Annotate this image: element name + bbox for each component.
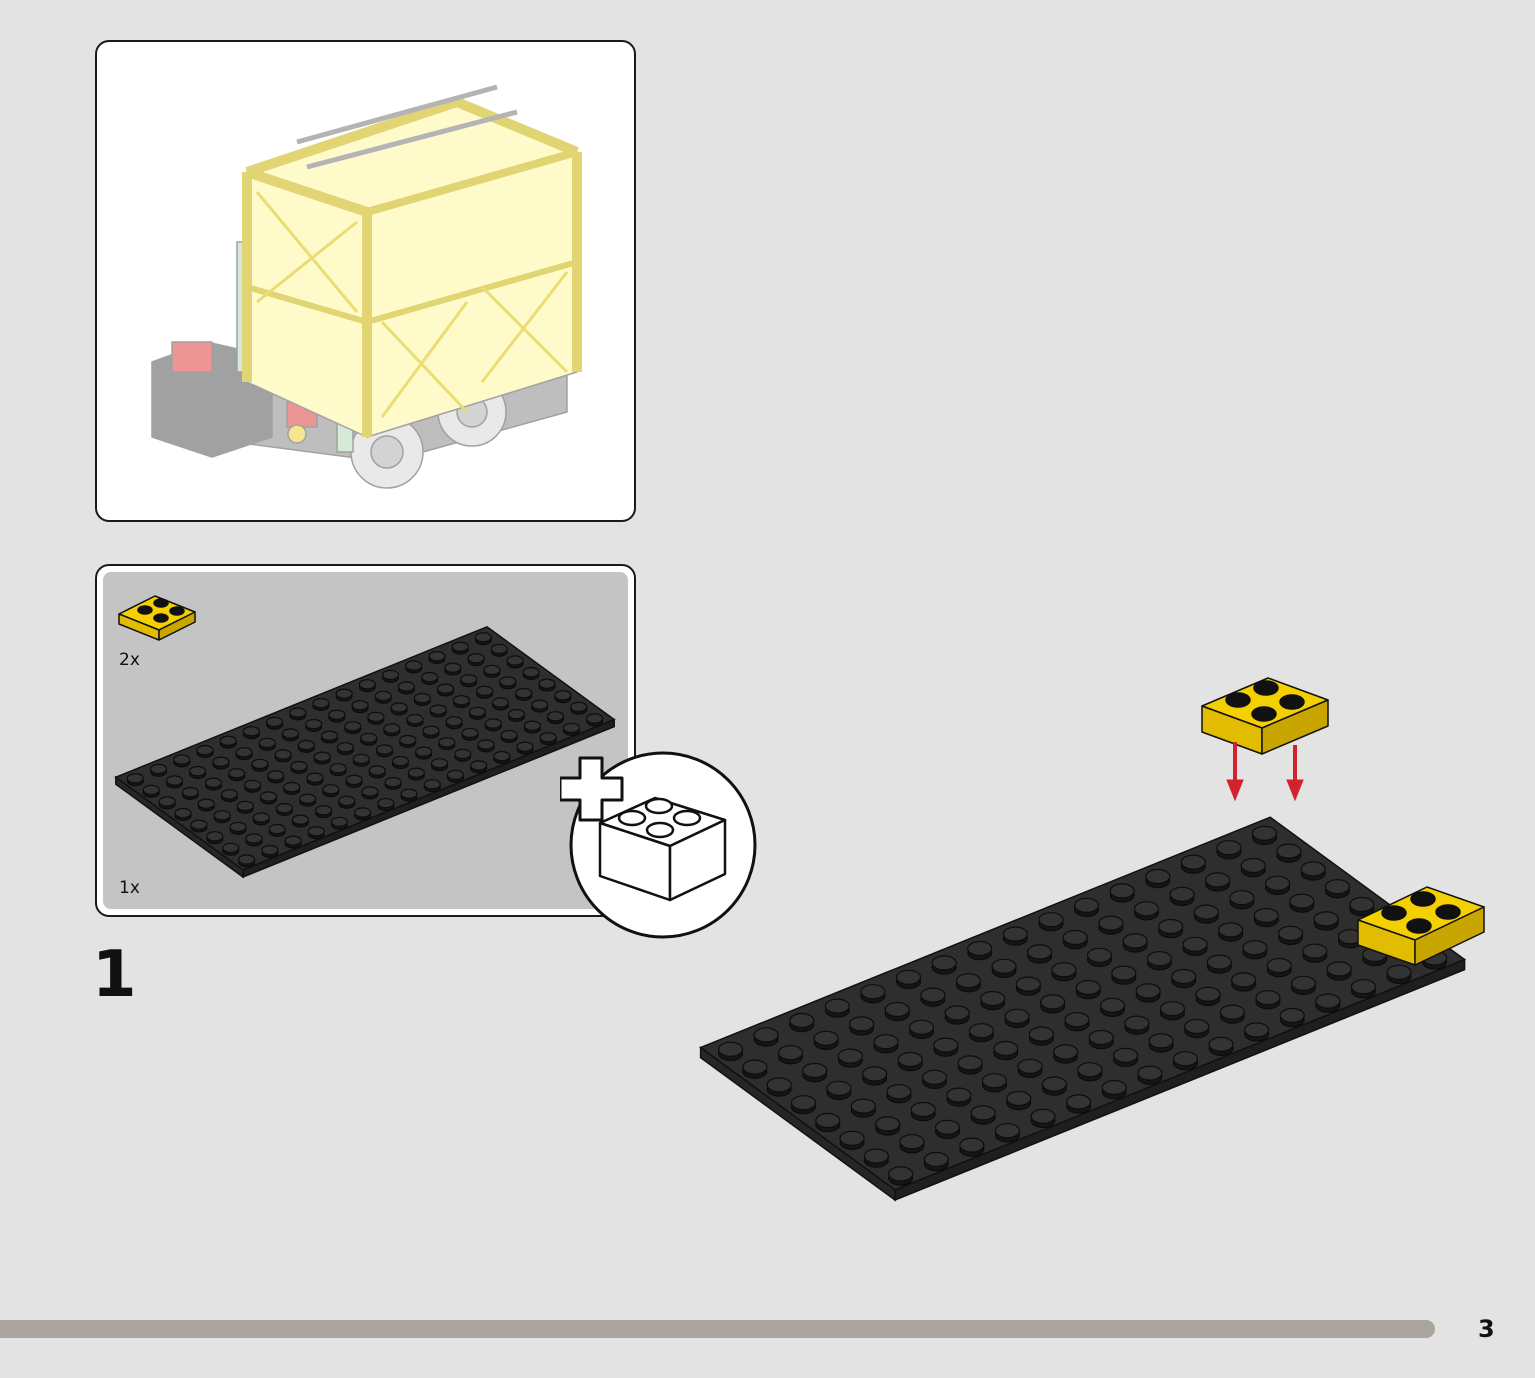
- parts-list-panel: 2x 1x: [95, 564, 636, 917]
- parts-list-illustrations: [114, 595, 616, 879]
- finished-model-illustration: [151, 84, 582, 489]
- progress-bar: [0, 1320, 1435, 1338]
- baseplate-quantity: 1x: [119, 878, 140, 898]
- yellow-plate-part: [118, 595, 196, 641]
- add-part-icon: [560, 751, 757, 939]
- black-baseplate: [699, 816, 1467, 1202]
- model-preview-panel: [95, 40, 636, 522]
- page-number: 3: [1478, 1315, 1495, 1343]
- yellow-plate-installed: [1357, 886, 1485, 966]
- assembly-illustration: [699, 677, 1485, 1202]
- black-baseplate-part: [114, 625, 616, 879]
- yellow-plate-floating: [1201, 677, 1329, 755]
- yellow-plate-quantity: 2x: [119, 650, 140, 670]
- parts-list-background: 2x 1x: [103, 572, 628, 909]
- insert-arrow-icon: [1226, 742, 1304, 802]
- step-number: 1: [92, 938, 137, 1012]
